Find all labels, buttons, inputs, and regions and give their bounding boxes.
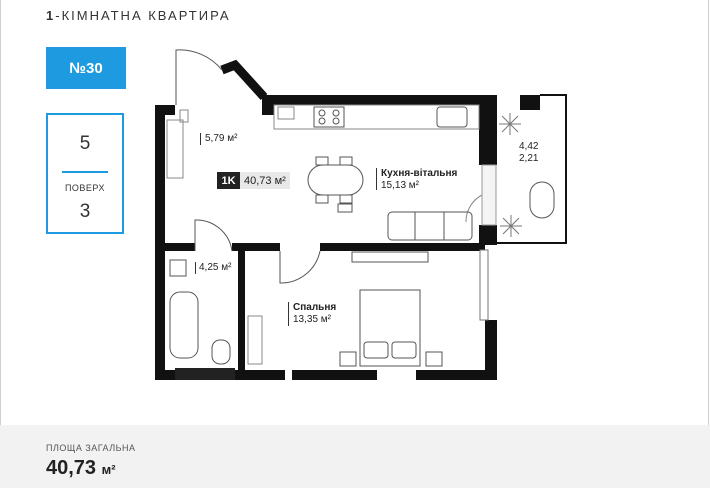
wall-east-mid (479, 225, 497, 245)
page-title: 1-КІМНАТНА КВАРТИРА (46, 8, 231, 23)
double-bed (359, 289, 421, 367)
bedroom-wardrobe (247, 315, 263, 365)
floor-info-box: 5 ПОВЕРХ 3 (46, 113, 124, 234)
footer-panel: ПЛОЩА ЗАГАЛЬНА 40,73 м² (0, 425, 710, 488)
apartment-type-badge: 1K (217, 172, 240, 189)
wall-bath-right (238, 243, 245, 378)
bath-label-tick (195, 262, 196, 274)
fridge (277, 106, 295, 120)
entry-door (175, 49, 223, 105)
wall-west (155, 105, 165, 380)
wall-bath-top (155, 243, 195, 251)
balcony-area: 4,42 (519, 141, 539, 152)
cooktop (313, 106, 345, 128)
wall-entry-angle (220, 59, 268, 101)
toilet (211, 339, 231, 365)
wall-bedroom-top-right (320, 243, 485, 251)
hall-label-tick (200, 133, 201, 145)
plan-total-area: 40,73 м² (240, 172, 290, 189)
window-bedroom (479, 249, 489, 321)
apartment-number-badge: №30 (46, 47, 126, 89)
bathroom-area: 4,25 м² (199, 262, 232, 273)
kitchen-area: 15,13 м² (381, 180, 420, 191)
washbasin (169, 259, 187, 277)
wall-east-upper (479, 95, 497, 165)
kitchen-name: Кухня-вітальня (381, 168, 458, 179)
floor-plan (155, 49, 567, 380)
wall-south-right (416, 370, 496, 380)
bedroom-label-tick (288, 302, 289, 326)
hall-wardrobe (166, 119, 184, 179)
bedroom-door (279, 250, 321, 284)
hall-hanger (179, 109, 189, 123)
bathroom-door (194, 219, 233, 252)
sofa (387, 211, 473, 241)
balcony-table (529, 181, 555, 219)
total-area-label: ПЛОЩА ЗАГАЛЬНА (46, 443, 136, 453)
balcony-door-swing (465, 194, 483, 223)
bath-vanity (175, 368, 235, 380)
wall-east-lower (485, 320, 497, 380)
wall-north-left (155, 105, 175, 115)
balcony-area-secondary: 2,21 (519, 153, 539, 164)
total-area-unit: м² (101, 462, 116, 477)
title-text: -КІМНАТНА КВАРТИРА (55, 8, 231, 23)
pillow-right (391, 341, 417, 359)
floor-current: 5 (79, 133, 91, 154)
balcony-door (481, 164, 497, 226)
floor-total: 3 (79, 201, 91, 222)
wall-north (274, 95, 479, 105)
kitchen-label-tick (376, 168, 377, 190)
hall-area: 5,79 м² (205, 133, 238, 144)
tv-stand (351, 251, 429, 263)
kitchen-sink (436, 106, 468, 128)
wall-south-mid (292, 370, 377, 380)
nightstand-right (425, 351, 443, 367)
floor-divider (62, 171, 108, 173)
bedroom-area: 13,35 м² (293, 314, 332, 325)
bathtub (169, 291, 199, 359)
total-area-number: 40,73 (46, 457, 97, 479)
wall-entry-post (262, 95, 274, 115)
total-area-value: 40,73 м² (46, 457, 116, 480)
rooms-count: 1 (46, 8, 56, 23)
balcony-plants (499, 113, 522, 237)
dining-table (307, 164, 364, 196)
pillow-left (363, 341, 389, 359)
dining-chairs (315, 156, 353, 213)
balcony-post (520, 95, 540, 110)
frame-left-border (0, 0, 1, 488)
wall-bedroom-top-left (232, 243, 280, 251)
balcony-outline (497, 94, 567, 244)
bedroom-name: Спальня (293, 302, 337, 313)
nightstand-left (339, 351, 357, 367)
frame-right-border (708, 0, 709, 488)
kitchen-counter (273, 104, 480, 130)
floor-label: ПОВЕРХ (64, 183, 106, 193)
